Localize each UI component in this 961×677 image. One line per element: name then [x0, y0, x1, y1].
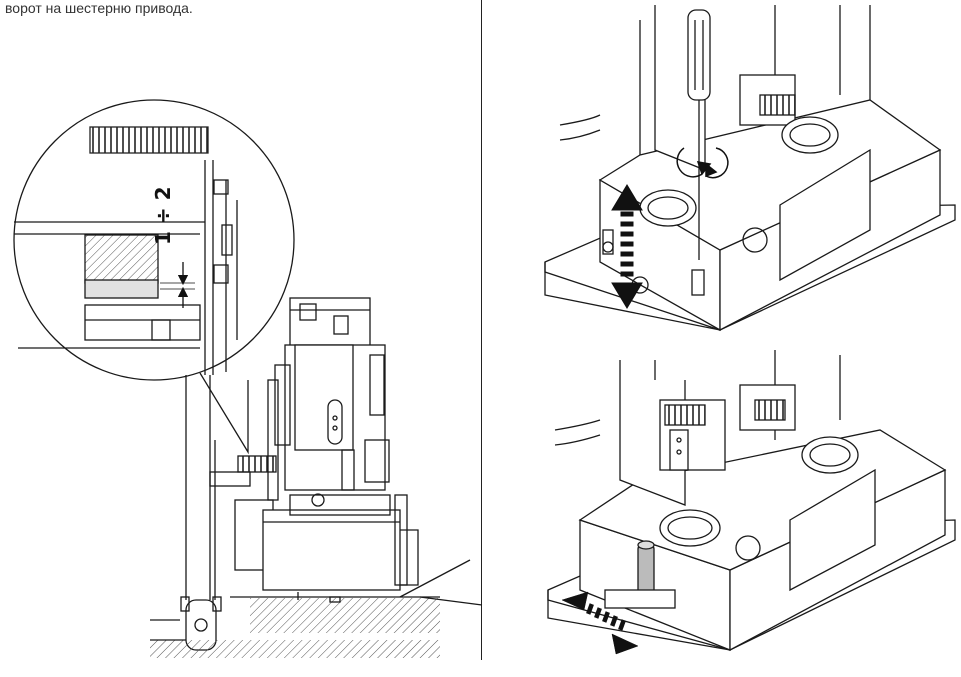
right-top-drawing-adjustment	[544, 5, 956, 332]
instruction-text: ворот на шестерню привода.	[5, 0, 193, 16]
gap-dimension-label: 1 ÷ 2	[151, 186, 175, 245]
horizontal-slide-arrow-icon	[561, 591, 639, 655]
gear-motor-drawing	[234, 297, 419, 591]
screwdriver-icon	[687, 9, 711, 260]
rotation-arrows-icon	[676, 147, 729, 179]
left-drawing-side-view	[13, 99, 483, 658]
column-divider	[481, 0, 483, 660]
detail-magnifier	[13, 99, 295, 455]
right-bottom-drawing-slide	[547, 350, 956, 652]
vertical-adjust-arrow-icon	[611, 184, 643, 309]
